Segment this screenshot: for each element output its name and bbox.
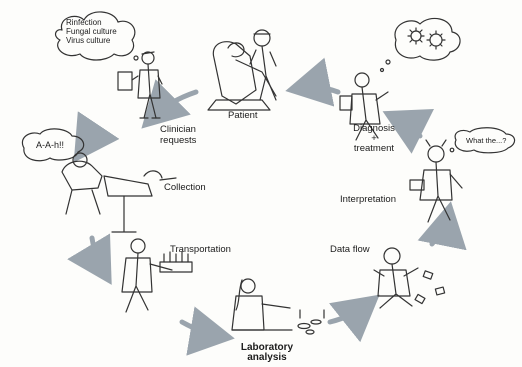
stage-label-clinician: Clinician requests	[160, 124, 197, 146]
gear-icon	[407, 27, 425, 45]
interpretation-thought-bubble	[454, 127, 516, 154]
transportation-figure	[121, 238, 193, 313]
bubble-line-3: Virus culture	[66, 36, 111, 45]
interpretation-figure	[409, 139, 463, 223]
diagnosis-thought-bubble	[394, 17, 461, 61]
stage-label-dataflow: Data flow	[330, 244, 370, 255]
bubble-line-2: Fungal culture	[66, 27, 117, 36]
stage-label-diagnosis: Diagnosis + treatment	[353, 123, 395, 154]
arrow-transport-to-lab	[179, 306, 235, 356]
collection-shout-text: A-A-h!!	[36, 140, 65, 150]
collection-figure	[61, 152, 177, 233]
patient-figure	[207, 29, 277, 111]
arrow-patient-to-clinician	[141, 79, 199, 129]
stage-label-lab: Laboratory analysis	[240, 342, 294, 363]
arrow-collection-to-transport	[67, 233, 112, 285]
arrow-interpretation-to-diagnosis	[382, 109, 435, 154]
dataflow-figure	[373, 247, 446, 309]
diagnosis-figure	[339, 72, 389, 141]
arrow-clinician-to-collection	[73, 111, 120, 163]
stage-label-interpretation: Interpretation	[340, 194, 396, 205]
interpretation-thought-text: What the...?	[466, 136, 507, 145]
arrow-lab-to-dataflow	[327, 294, 380, 343]
gear-icon	[426, 30, 446, 50]
clinician-figure	[117, 51, 163, 119]
cycle-arrows	[67, 57, 467, 356]
clinician-bubble-text: Rinfection Fungal culture Virus culture	[66, 18, 117, 45]
lab-analysis-figure	[231, 278, 325, 335]
arrow-diagnosis-to-patient	[285, 57, 341, 107]
stage-label-collection: Collection	[164, 182, 206, 193]
clinician-request-bubble	[54, 11, 136, 61]
arrow-dataflow-to-interpretation	[417, 201, 467, 251]
bubble-line-1: Rinfection	[66, 18, 102, 27]
collection-shout-bubble	[21, 128, 85, 162]
stage-label-patient: Patient	[228, 110, 258, 121]
stage-label-transportation: Transportation	[170, 244, 231, 255]
